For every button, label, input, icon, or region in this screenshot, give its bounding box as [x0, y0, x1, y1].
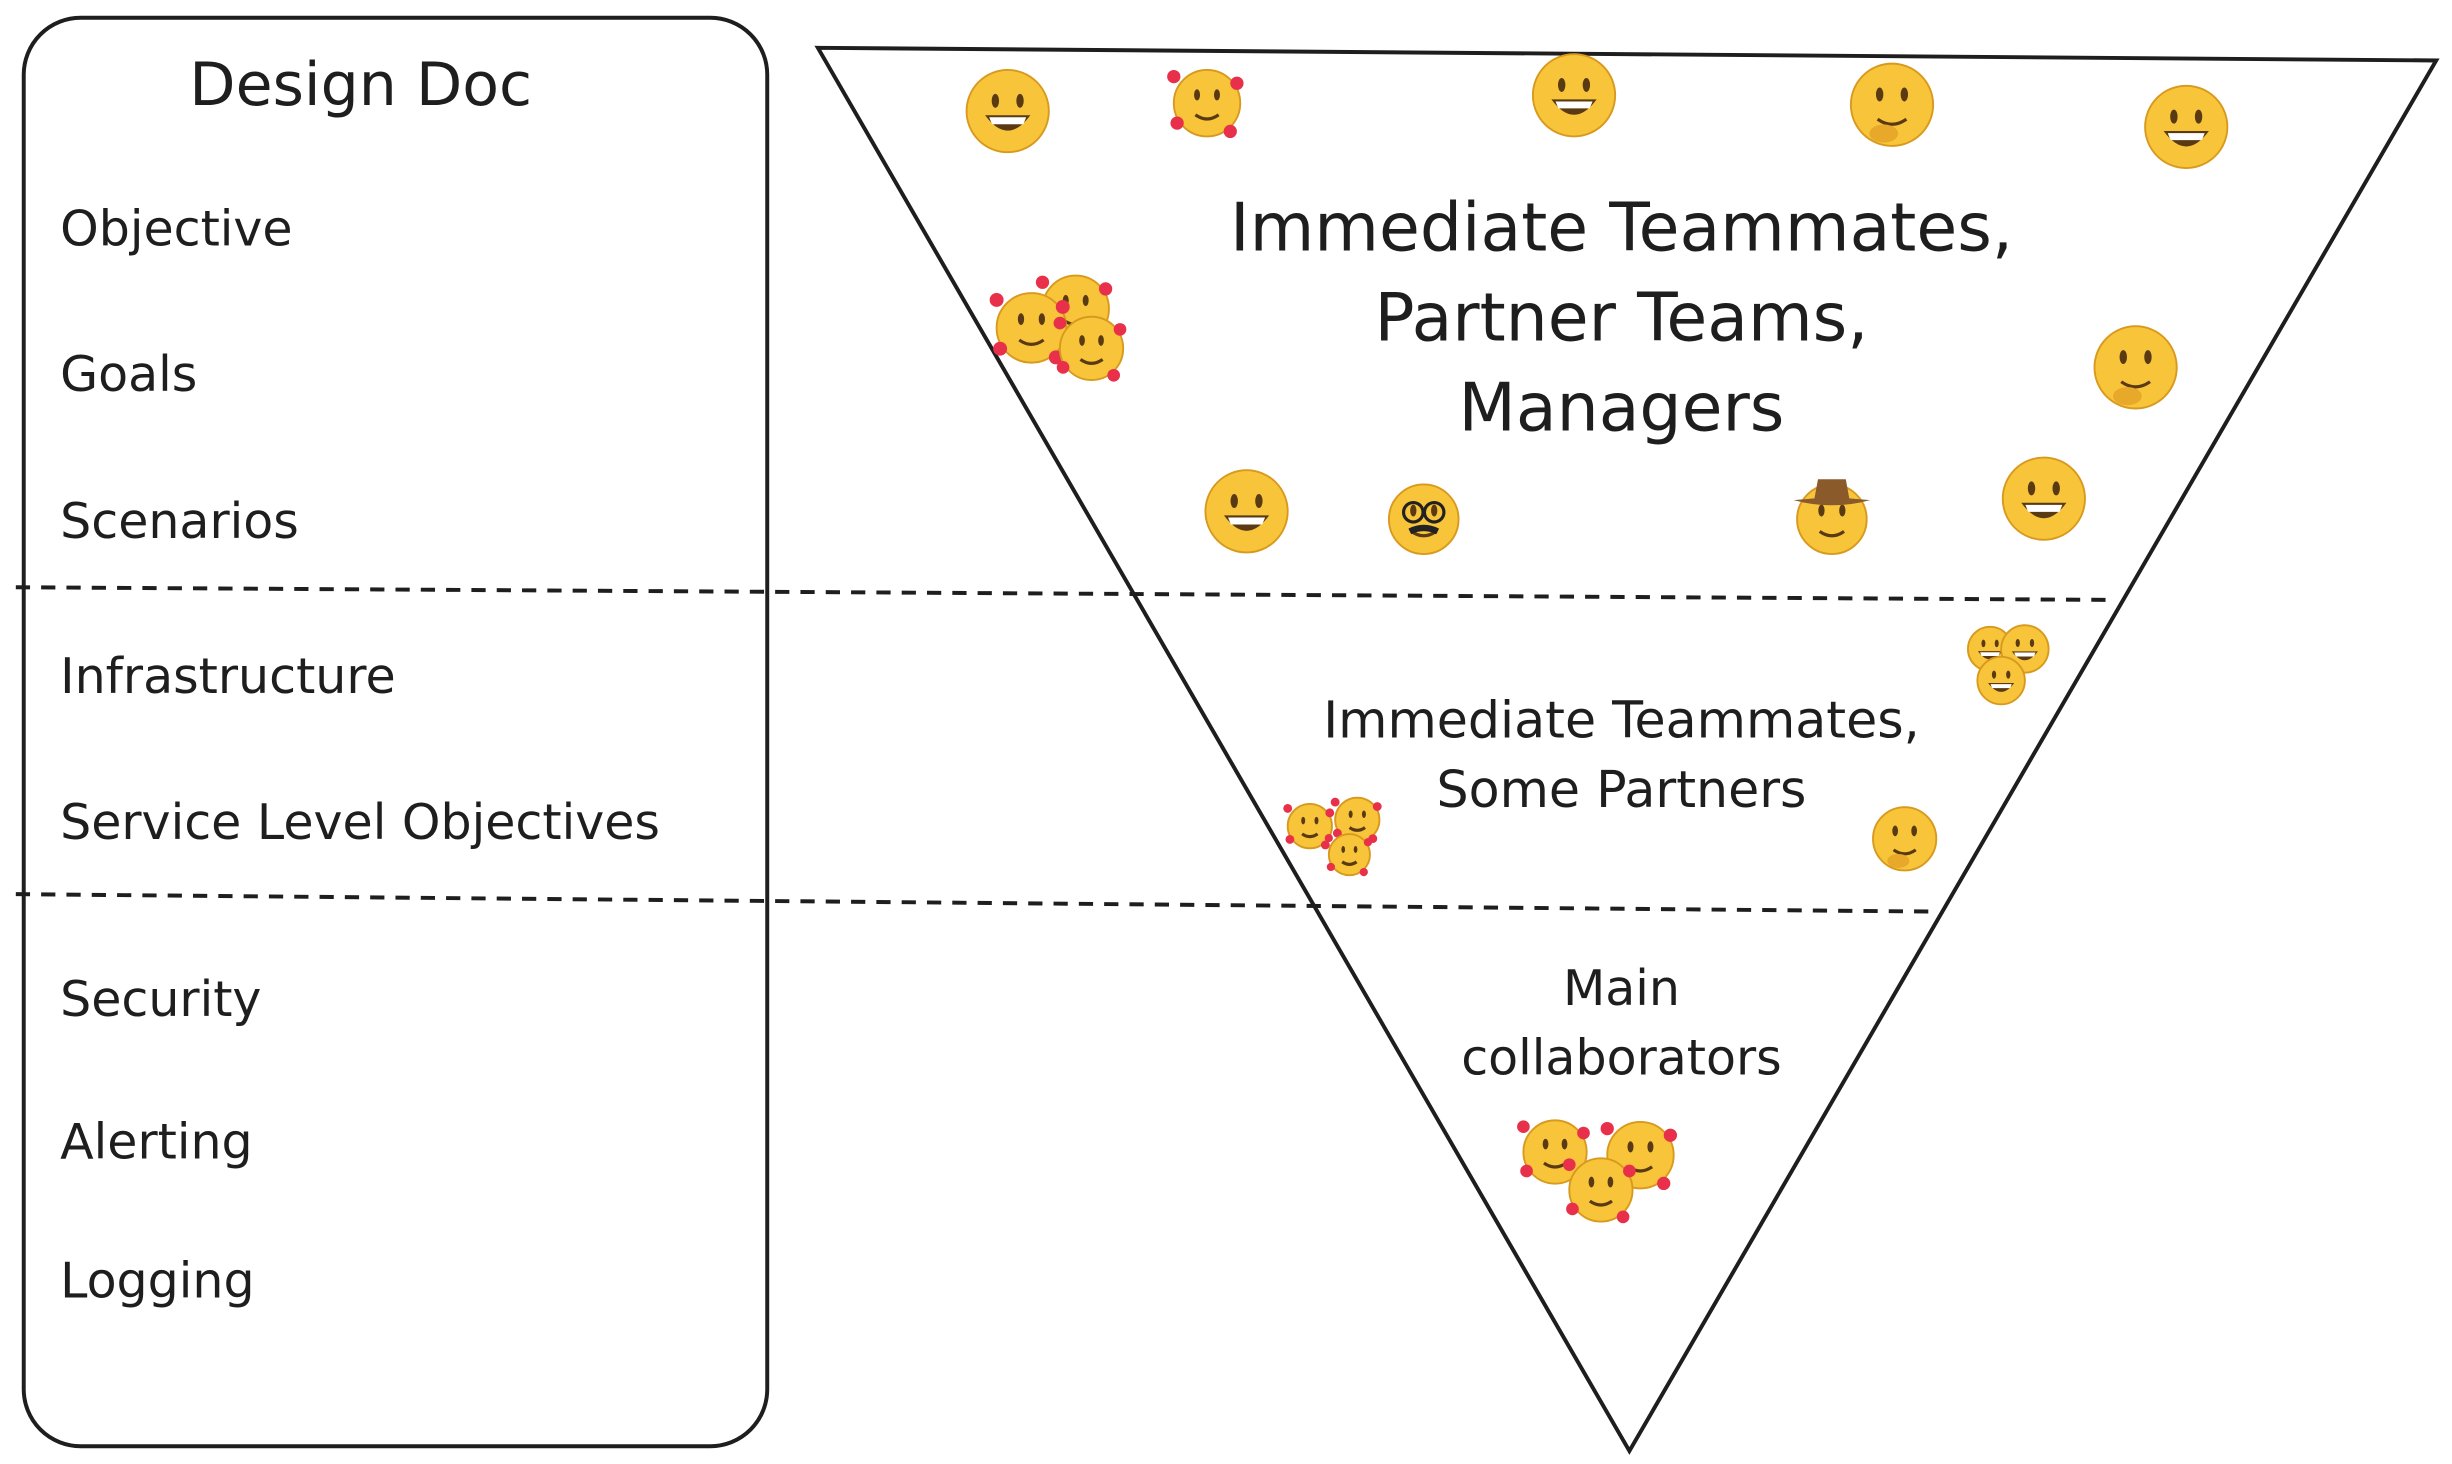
section-slo: Service Level Objectives	[60, 793, 660, 851]
thinking-face-icon	[2093, 325, 2178, 410]
section-security: Security	[60, 970, 261, 1028]
cowboy-face-icon	[1793, 479, 1871, 555]
section-infrastructure: Infrastructure	[60, 647, 396, 705]
smiling-face-with-hearts-icon	[1562, 1157, 1636, 1224]
divider-lower	[15, 892, 1930, 914]
smiling-face-with-hearts-icon	[1283, 803, 1335, 850]
grinning-face-icon	[2144, 84, 2229, 169]
grinning-face-icon	[1976, 655, 2026, 706]
smiling-face-with-hearts-icon	[1324, 833, 1373, 877]
section-scenarios: Scenarios	[60, 492, 299, 550]
disguised-face-icon	[1387, 483, 1460, 555]
top-tier-line-2: Partner Teams,	[1375, 278, 1869, 356]
smiling-face-with-hearts-icon	[1053, 315, 1127, 382]
section-goals: Goals	[60, 345, 197, 403]
section-alerting: Alerting	[60, 1112, 253, 1170]
middle-tier-line-1: Immediate Teammates,	[1323, 691, 1919, 750]
smiling-face-with-hearts-icon	[989, 292, 1070, 365]
grinning-face-icon	[2001, 456, 2086, 541]
divider-upper	[15, 585, 2112, 602]
bottom-tier-line-1: Main	[1563, 959, 1680, 1017]
grinning-face-icon	[965, 69, 1050, 154]
smiling-face-with-hearts-icon	[1167, 69, 1244, 139]
design-doc-title: Design Doc	[189, 50, 532, 120]
middle-tier-line-2: Some Partners	[1437, 760, 1807, 819]
inverted-pyramid	[814, 45, 2440, 1455]
design-doc-box	[21, 15, 770, 1449]
section-objective: Objective	[60, 200, 292, 258]
thinking-face-icon	[1872, 806, 1938, 872]
top-tier-line-1: Immediate Teammates,	[1230, 188, 2013, 266]
section-logging: Logging	[60, 1252, 255, 1310]
top-tier-line-3: Managers	[1459, 369, 1785, 447]
grinning-face-icon	[1531, 53, 1617, 138]
emoji-layer	[965, 53, 2229, 1224]
grinning-face-icon	[1204, 469, 1289, 554]
thinking-face-icon	[1849, 62, 1935, 147]
bottom-tier-line-2: collaborators	[1461, 1028, 1781, 1086]
